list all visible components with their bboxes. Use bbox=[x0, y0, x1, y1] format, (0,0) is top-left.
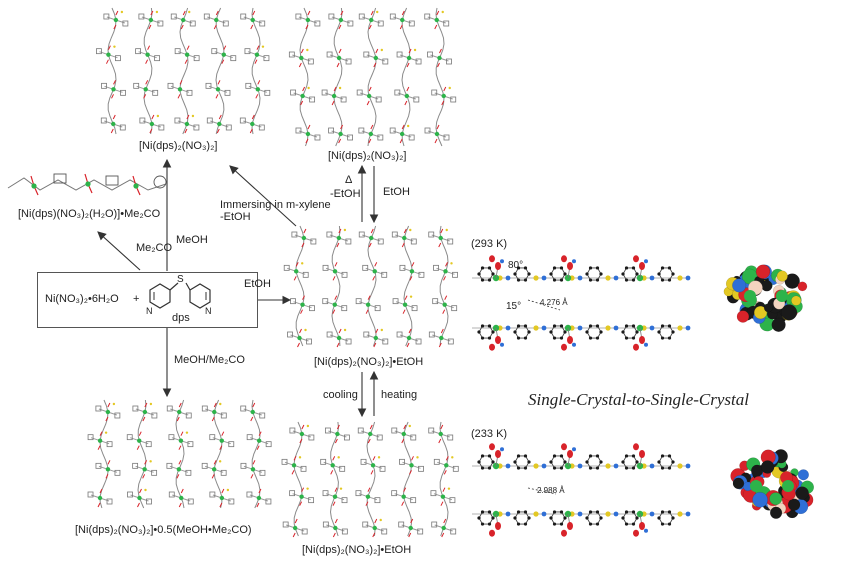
arrow-d-to-a bbox=[229, 165, 297, 227]
dps-nitrogen-left: N bbox=[146, 306, 153, 316]
angle-15-label: 15° bbox=[506, 301, 522, 312]
label-compound-a: [Ni(dps)₂(NO₃)₂] bbox=[139, 140, 218, 152]
label-compound-d: [Ni(dps)₂(NO₃)₂]•EtOH bbox=[314, 356, 424, 368]
distance-293k-label: 4.276 Å bbox=[540, 298, 568, 307]
arrow-label-minus-etoh-2: -EtOH bbox=[330, 188, 361, 200]
temperature-293k: (293 K) bbox=[471, 238, 508, 250]
arrow-label-etoh-up: EtOH bbox=[383, 186, 410, 198]
arrow-label-immersing: Immersing in m-xylene bbox=[220, 199, 331, 211]
arrow-label-me2co: Me₂CO bbox=[136, 242, 173, 254]
label-compound-b: [Ni(dps)₂(NO₃)₂] bbox=[328, 150, 407, 162]
label-compound-f: [Ni(dps)₂(NO₃)₂]•EtOH bbox=[302, 544, 412, 556]
arrow-label-minus-etoh-1: -EtOH bbox=[220, 211, 251, 223]
dps-sulfur-atom: S bbox=[177, 274, 184, 285]
label-compound-e: [Ni(dps)₂(NO₃)₂]•0.5(MeOH•Me₂CO) bbox=[75, 524, 252, 536]
angle-80-label: 80° bbox=[508, 260, 524, 271]
arrow-label-heating: heating bbox=[381, 389, 418, 401]
arrow-label-meoh: MeOH bbox=[176, 234, 208, 246]
plus-sign: + bbox=[133, 293, 140, 305]
arrow-label-delta: Δ bbox=[345, 174, 353, 186]
distance-233k-label: 2.988 Å bbox=[537, 486, 565, 495]
arrow-label-etoh-right: EtOH bbox=[244, 278, 271, 290]
label-compound-c: [Ni(dps)(NO₃)₂(H₂O)]•Me₂CO bbox=[18, 208, 161, 220]
arrow-label-meoh-me2co: MeOH/Me₂CO bbox=[174, 354, 245, 366]
transition-title: Single-Crystal-to-Single-Crystal bbox=[528, 390, 749, 409]
temperature-233k: (233 K) bbox=[471, 428, 508, 440]
dps-nitrogen-right: N bbox=[205, 306, 212, 316]
arrow-to-c bbox=[97, 231, 141, 271]
nickel-nitrate-label: Ni(NO₃)₂•6H₂O bbox=[45, 293, 119, 305]
dps-label: dps bbox=[172, 312, 190, 324]
arrow-label-cooling: cooling bbox=[323, 389, 358, 401]
starting-materials-box bbox=[37, 272, 258, 328]
